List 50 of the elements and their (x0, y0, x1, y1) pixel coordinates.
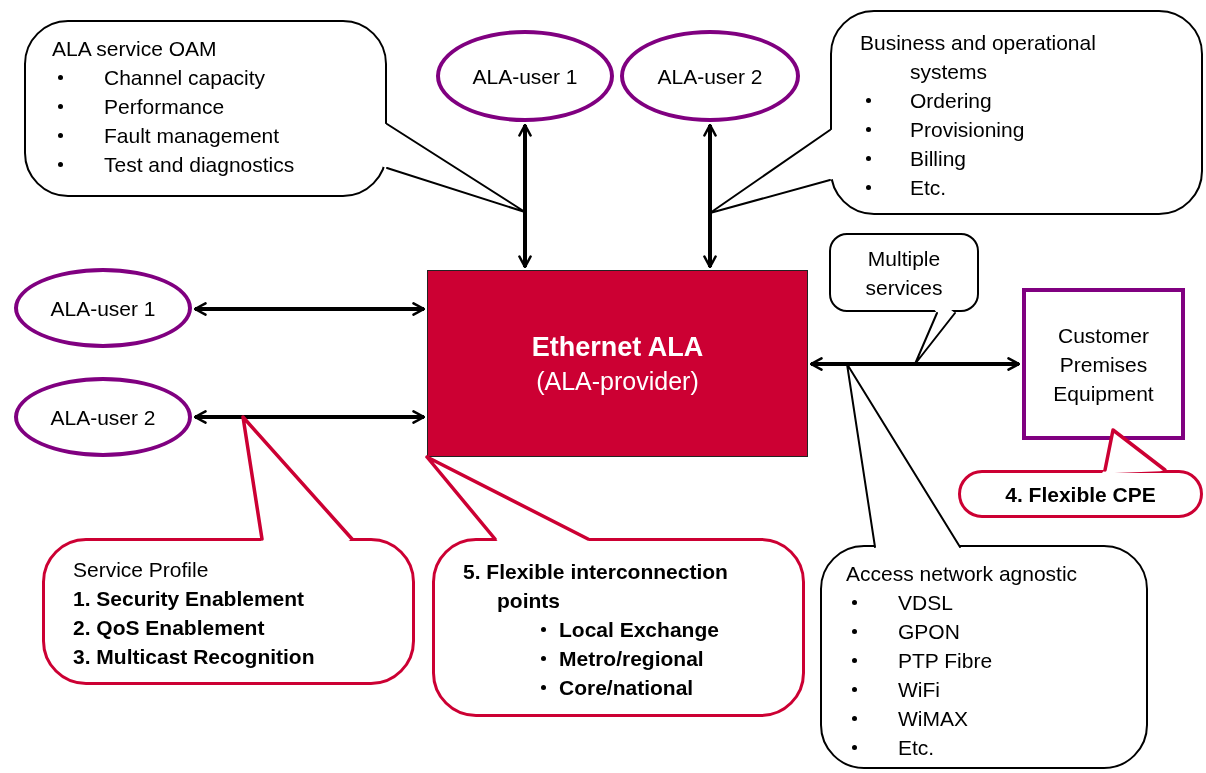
node-label: ALA-user 2 (49, 404, 157, 431)
bullet-item: Ordering (860, 86, 1191, 115)
node-label: ALA-user 1 (471, 63, 579, 90)
double-arrow (193, 302, 426, 316)
node-label: ALA-user 2 (656, 63, 764, 90)
callout-pointer (386, 123, 526, 213)
numbered-item: 1. Security Enablement (73, 586, 306, 612)
bullet-item: Etc. (860, 173, 1191, 202)
bullet-item: Local Exchange (463, 615, 794, 644)
callout-pointer (709, 129, 831, 214)
bullet-item: Billing (860, 144, 1191, 173)
bullet-item: GPON (846, 617, 1136, 646)
bullet-item: Performance (52, 92, 365, 121)
bullet-item: VDSL (846, 588, 1136, 617)
bullet-item: Core/national (463, 673, 794, 702)
bullet-item: Metro/regional (463, 644, 794, 673)
bullet-item: Channel capacity (52, 63, 365, 92)
callout-heading: ALA service OAM (52, 36, 218, 62)
callout-bubble (24, 20, 387, 197)
callout-pointer (241, 415, 354, 541)
double-arrow (703, 123, 717, 269)
numbered-item: 2. QoS Enablement (73, 615, 266, 641)
bullet-item: Etc. (846, 733, 1136, 762)
callout-pointer (846, 363, 961, 548)
equipment-box (1022, 288, 1185, 440)
provider-subtitle: (ALA-provider) (536, 365, 699, 397)
node-label: Multiple services (864, 245, 944, 301)
bullet-item: PTP Fibre (846, 646, 1136, 675)
callout-pointer (914, 312, 956, 365)
node-label: ALA-user 1 (49, 295, 157, 322)
numbered-item: 3. Multicast Recognition (73, 644, 316, 670)
bullet-item: Provisioning (860, 115, 1191, 144)
callout-pointer (1103, 428, 1167, 472)
provider-title: Ethernet ALA (531, 330, 704, 364)
callout-bubble (830, 10, 1203, 215)
callout-heading: Business and operational systems (860, 30, 1097, 85)
callout-pointer (425, 455, 590, 541)
bullet-item: WiMAX (846, 704, 1136, 733)
callout-heading: 5. Flexible interconnection points (463, 559, 729, 614)
node-label: Customer Premises Equipment (1052, 322, 1155, 407)
double-arrow (809, 357, 1021, 371)
provider-box (427, 270, 808, 457)
double-arrow (518, 123, 532, 269)
bullet-item: WiFi (846, 675, 1136, 704)
double-arrow (193, 410, 426, 424)
bullet-item: Fault management (52, 121, 365, 150)
callout-heading: Access network agnostic (846, 561, 1079, 587)
bullet-item: Test and diagnostics (52, 150, 365, 179)
callout-label: 4. Flexible CPE (1005, 481, 1156, 508)
callout-heading: Service Profile (73, 557, 210, 583)
